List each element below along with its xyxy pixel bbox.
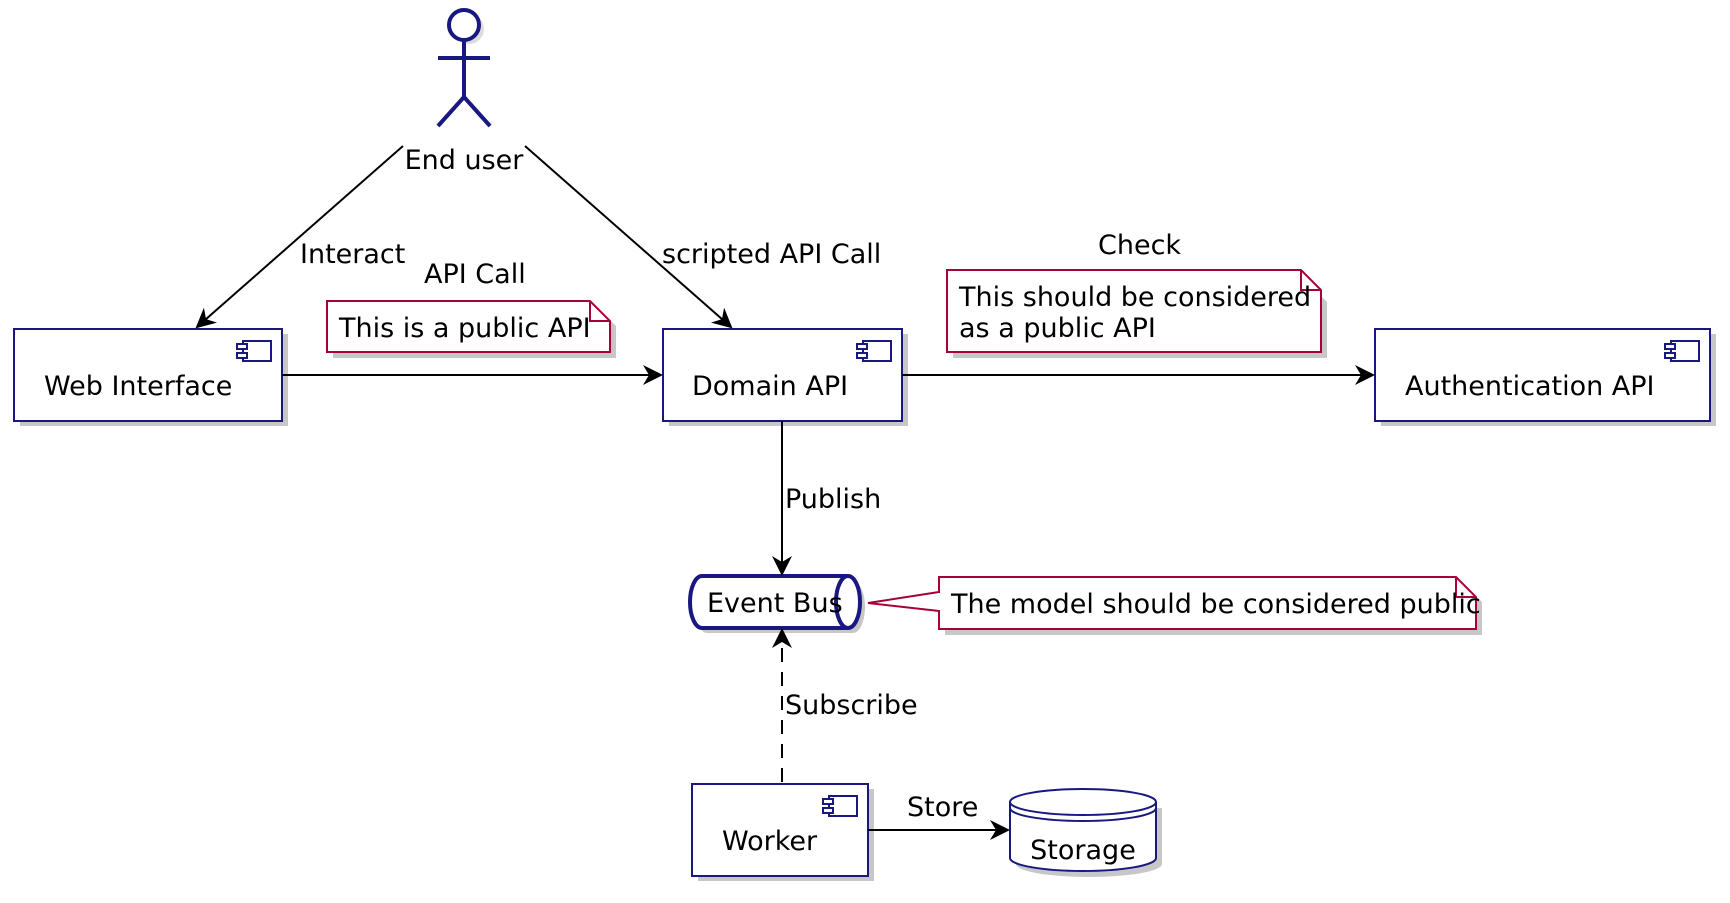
note-public-api-text: This is a public API [338,313,591,344]
api-call-label: API Call [424,259,526,290]
note-considered-line1: This should be considered [958,282,1311,313]
subscribe-label: Subscribe [785,690,918,721]
event-bus-label: Event Bus [707,588,843,619]
component-icon [236,340,272,362]
domain-api-label: Domain API [692,371,848,402]
check-label: Check [1098,230,1181,261]
note-considered-public-api: This should be considered as a public AP… [946,269,1327,358]
end-user-actor: End user [405,8,525,176]
note-model-public: The model should be considered public [867,576,1482,635]
interact-label: Interact [300,239,405,270]
end-user-label: End user [405,145,525,176]
web-interface-label: Web Interface [44,371,232,402]
authentication-api-component: Authentication API [1374,328,1716,426]
component-icon [822,795,858,817]
component-icon [856,340,892,362]
worker-component: Worker [691,783,874,881]
scripted-api-call-arrow [524,145,733,329]
storage-label: Storage [1030,835,1136,866]
note-considered-line2: as a public API [959,313,1156,344]
note-model-public-text: The model should be considered public [950,589,1481,620]
store-label: Store [907,792,978,823]
worker-label: Worker [722,826,818,857]
actor-icon [436,8,492,128]
interact-arrow [195,145,404,329]
domain-api-component: Domain API [662,328,908,426]
authentication-api-label: Authentication API [1405,371,1655,402]
note-public-api: This is a public API [326,300,616,358]
component-icon [1664,340,1700,362]
publish-label: Publish [785,484,881,515]
event-bus-queue: Event Bus [688,574,865,633]
scripted-api-call-label: scripted API Call [662,239,881,270]
web-interface-component: Web Interface [13,328,288,426]
storage-database: Storage [1009,788,1162,877]
